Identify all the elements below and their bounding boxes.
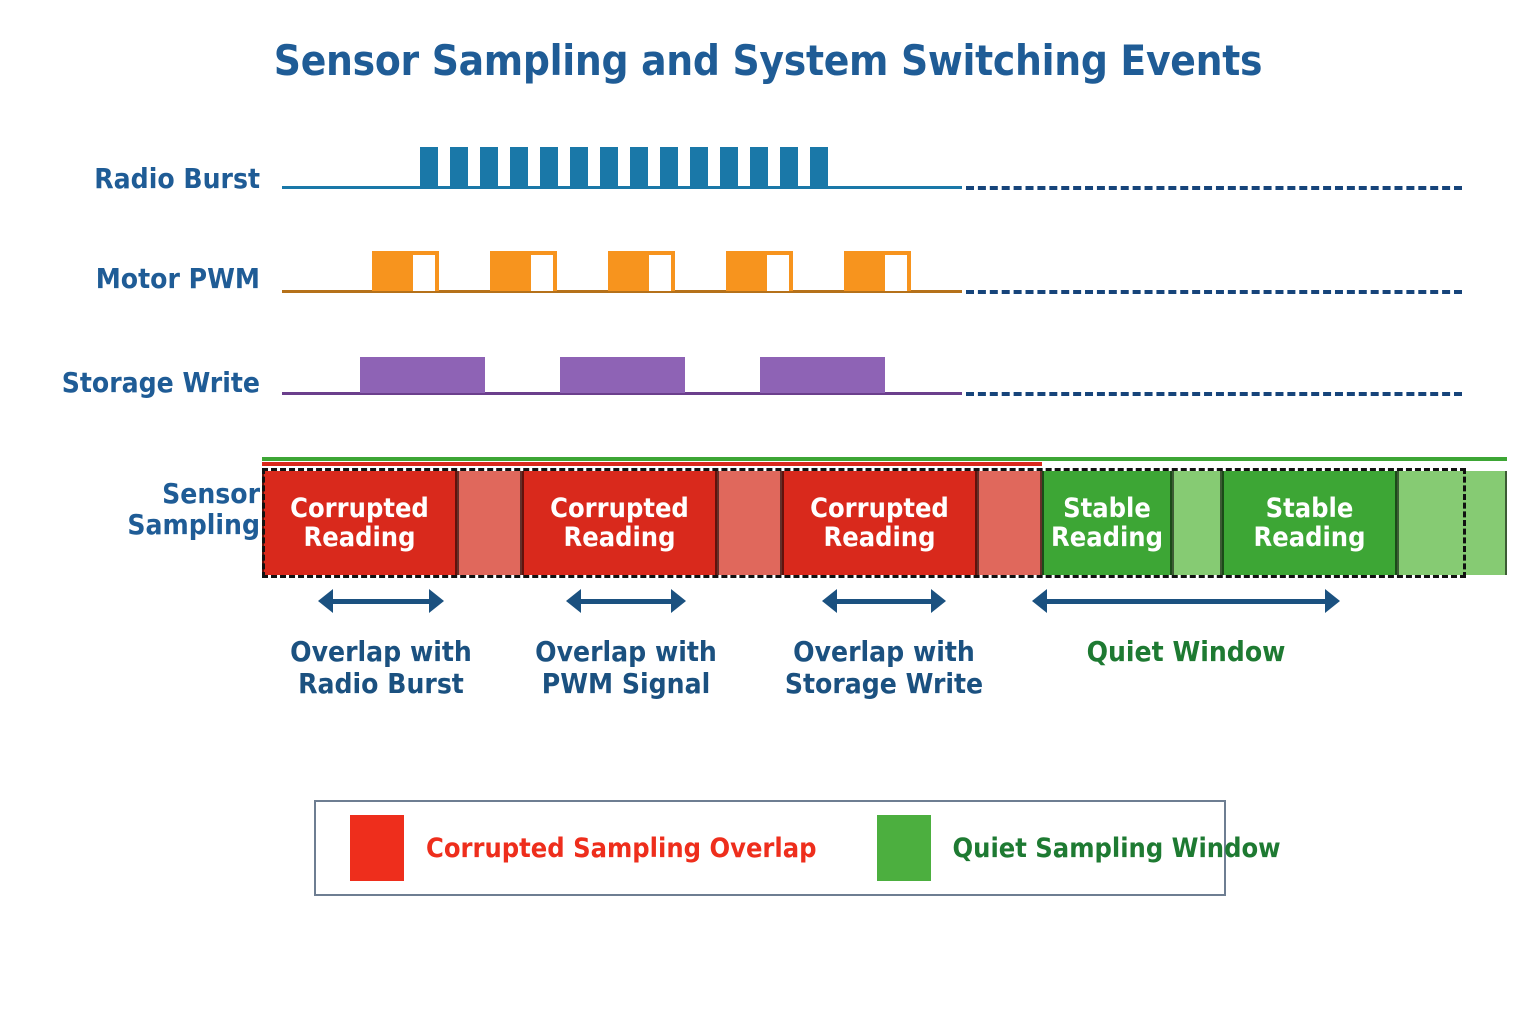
motor-pwm-pulse-outline (763, 251, 793, 291)
top-rule-quiet (262, 457, 1507, 461)
baseline-motor-pwm (282, 290, 962, 293)
caption-line2: Storage Write (784, 666, 984, 700)
row-label-storage-write: Storage Write (61, 366, 260, 399)
overlap-arrow (566, 588, 686, 614)
radio-burst-pulse (630, 147, 648, 187)
arrow-shaft (1043, 599, 1329, 604)
page-title: Sensor Sampling and System Switching Eve… (273, 36, 1263, 85)
motor-pwm-pulse-outline (409, 251, 439, 291)
caption-line2: Radio Burst (298, 666, 464, 700)
radio-burst-pulse (570, 147, 588, 187)
radio-burst-pulse (450, 147, 468, 187)
radio-burst-pulse (660, 147, 678, 187)
baseline-radio-burst (282, 186, 962, 189)
sensor-sampling-segment-stable-gap (1397, 471, 1507, 575)
radio-burst-pulse (420, 147, 438, 187)
motor-pwm-pulse-outline (527, 251, 557, 291)
arrowhead-left-icon (1032, 589, 1047, 613)
motor-pwm-pulse (490, 251, 527, 291)
motor-pwm-pulse (372, 251, 409, 291)
legend-box: Corrupted Sampling Overlap Quiet Samplin… (314, 800, 1281, 896)
caption-line2: PWM Signal (541, 666, 711, 700)
quiet-dashline-storage-write (966, 392, 1462, 396)
arrowhead-right-icon (671, 589, 686, 613)
motor-pwm-pulse-outline (645, 251, 675, 291)
caption-line1: Overlap with (290, 635, 472, 668)
storage-write-pulse (560, 357, 685, 393)
storage-write-pulse (760, 357, 885, 393)
radio-burst-pulse (780, 147, 798, 187)
legend-label-corrupted: Corrupted Sampling Overlap (426, 832, 817, 864)
row-label-sensor-sampling: Sensor Sampling (20, 478, 260, 541)
radio-burst-pulse (510, 147, 528, 187)
arrowhead-right-icon (931, 589, 946, 613)
overlap-caption: Quiet Window (1036, 636, 1336, 668)
waveform-row-motor-pwm (282, 251, 1462, 294)
legend-swatch-quiet (876, 815, 931, 881)
radio-burst-pulse (600, 147, 618, 187)
legend-item-corrupted: Corrupted Sampling Overlap (350, 815, 817, 881)
row-label-motor-pwm: Motor PWM (95, 262, 260, 295)
arrow-shaft (329, 599, 433, 604)
overlap-arrow (1032, 588, 1340, 614)
radio-burst-pulse (810, 147, 828, 187)
caption-line1: Overlap with (535, 635, 717, 668)
sensor-label-line1: Sensor (162, 477, 260, 510)
overlap-arrow (822, 588, 946, 614)
arrowhead-left-icon (318, 589, 333, 613)
waveform-row-storage-write (282, 357, 1462, 396)
quiet-dashline-radio-burst (966, 186, 1462, 190)
motor-pwm-pulse (844, 251, 881, 291)
sensor-label-line2: Sampling (127, 508, 260, 542)
arrow-shaft (833, 599, 935, 604)
legend-swatch-corrupted (350, 815, 404, 881)
legend-label-quiet: Quiet Sampling Window (952, 832, 1281, 864)
motor-pwm-pulse (608, 251, 645, 291)
top-rule-corrupted (262, 462, 1042, 466)
baseline-storage-write (282, 392, 962, 395)
arrowhead-right-icon (429, 589, 444, 613)
sensor-sampling-segment-corrupt-gap (717, 471, 782, 575)
motor-pwm-pulse (726, 251, 763, 291)
row-label-radio-burst: Radio Burst (94, 162, 260, 195)
motor-pwm-pulse-outline (881, 251, 911, 291)
caption-line1: Overlap with (793, 635, 975, 668)
radio-burst-pulse (540, 147, 558, 187)
waveform-row-radio-burst (282, 147, 1462, 190)
radio-burst-pulse (750, 147, 768, 187)
caption-line1: Quiet Window (1086, 635, 1286, 668)
radio-burst-pulse (720, 147, 738, 187)
legend-item-quiet: Quiet Sampling Window (876, 815, 1281, 881)
arrow-shaft (577, 599, 675, 604)
arrowhead-left-icon (566, 589, 581, 613)
quiet-dashline-motor-pwm (966, 290, 1462, 294)
radio-burst-pulse (480, 147, 498, 187)
arrowhead-left-icon (822, 589, 837, 613)
overlap-arrow (318, 588, 444, 614)
sensor-sampling-segment-corrupt-gap (977, 471, 1042, 575)
sensor-sampling-segment-corrupt-gap (457, 471, 522, 575)
sensor-sampling-segment-stable-gap (1172, 471, 1222, 575)
arrowhead-right-icon (1325, 589, 1340, 613)
storage-write-pulse (360, 357, 485, 393)
radio-burst-pulse (690, 147, 708, 187)
